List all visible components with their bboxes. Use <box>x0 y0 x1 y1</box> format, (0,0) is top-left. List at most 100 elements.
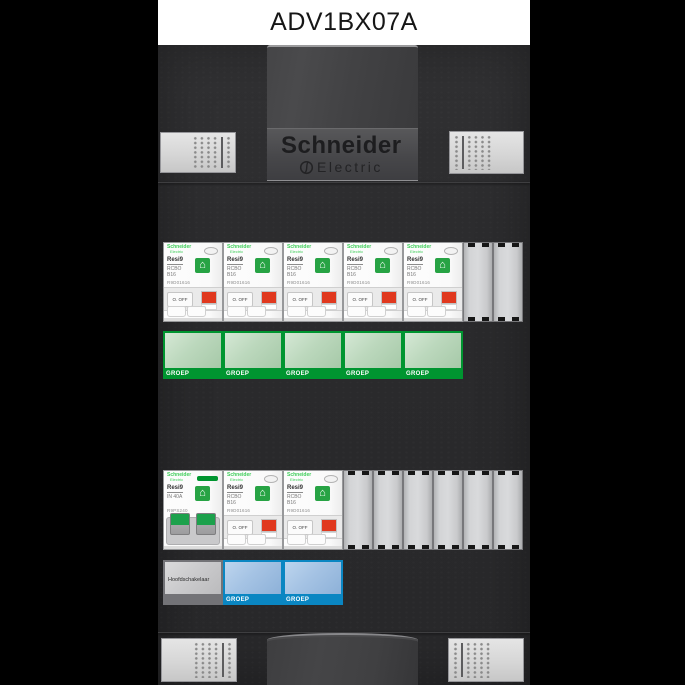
device-brand-sub: Electric <box>230 249 244 255</box>
blank-din-cover <box>493 242 523 322</box>
device-brand-logo: Schneider Electric <box>287 244 311 254</box>
vent-holes-grid <box>465 642 492 678</box>
vent-slot <box>461 643 463 677</box>
vent-holes-grid <box>193 642 220 678</box>
terminal-cover <box>427 306 446 317</box>
test-button-icon <box>384 247 398 255</box>
test-button-icon <box>444 247 458 255</box>
device-footer <box>164 318 222 321</box>
vent-slot <box>222 643 224 677</box>
device-brand-sub: Electric <box>410 249 424 255</box>
enclosure-front-panel: Schneider Electric <box>158 45 530 685</box>
status-indicator-window <box>321 519 337 532</box>
panel-seam-top <box>158 182 530 183</box>
status-indicator-window <box>261 291 277 304</box>
test-button-icon <box>264 475 278 483</box>
group-label-cell: GROEP <box>223 331 283 379</box>
house-icon: ⌂ <box>195 486 210 501</box>
device-brand-name: Schneider <box>227 472 252 478</box>
status-indicator-window <box>321 291 337 304</box>
device-brand-logo: Schneider Electric <box>227 472 252 483</box>
vent-slot <box>462 136 464 169</box>
device-brand-logo: Schneider Electric <box>167 472 191 482</box>
vent-plate-top-right <box>449 131 524 174</box>
device-rating: IN 40A <box>167 494 183 500</box>
status-indicator-window <box>261 519 277 532</box>
title-banner: ADV1BX07A <box>158 0 530 45</box>
device-type: RCBO <box>167 266 182 272</box>
device-footer <box>224 546 282 549</box>
device-reference: R9PS240 <box>167 508 188 513</box>
device-brand-name: Schneider <box>407 244 432 250</box>
terminal-cover <box>167 306 186 317</box>
switch-rocker: O. OFF <box>227 520 253 535</box>
device-type: RCBO <box>287 494 302 500</box>
vent-blank-area <box>493 135 520 170</box>
device-footer <box>344 318 402 321</box>
device-type: RCBO <box>227 494 242 500</box>
device-brand-sub: Electric <box>230 477 244 483</box>
terminal-cover <box>407 306 426 317</box>
device-type: RCBO <box>287 266 302 272</box>
vent-holes-grid <box>466 135 493 170</box>
group-label-cell: GROEP <box>163 331 223 379</box>
test-button-icon <box>264 247 278 255</box>
house-icon: ⌂ <box>255 486 270 501</box>
device-footer <box>284 546 342 549</box>
din-row-2: Schneider Electric Resi9 IN 40A ⌂ R9PS24… <box>163 470 523 550</box>
switch-rocker: O. OFF <box>287 520 313 535</box>
main-switch-label: Hoofdschakelaar <box>168 577 210 583</box>
terminal-cover <box>347 306 366 317</box>
device-rating: B16 <box>287 272 296 278</box>
rcbo-breaker-device: Schneider Electric Resi9 RCBO B16 ⌂ R9D0… <box>223 242 283 322</box>
din-row-1: Schneider Electric Resi9 RCBO B16 ⌂ R9D0… <box>163 242 523 322</box>
rcbo-breaker-device: Schneider Electric Resi9 RCBO B16 ⌂ R9D0… <box>403 242 463 322</box>
device-brand-name: Schneider <box>227 244 252 250</box>
test-button-icon <box>204 247 218 255</box>
device-series: Resi9 <box>167 257 184 265</box>
terminal-cover <box>367 306 386 317</box>
blank-din-cover <box>433 470 463 550</box>
house-icon: ⌂ <box>315 258 330 273</box>
enclosure-cover-lid <box>267 45 418 128</box>
rcbo-breaker-device: Schneider Electric Resi9 RCBO B16 ⌂ R9D0… <box>283 470 343 550</box>
switch-rocker: O. OFF <box>227 292 253 307</box>
switch-rocker: O. OFF <box>167 292 193 307</box>
status-indicator-window <box>441 291 457 304</box>
terminal-cover <box>307 534 326 545</box>
test-button-icon <box>324 247 338 255</box>
device-brand-logo: Schneider Electric <box>227 244 252 255</box>
house-icon: ⌂ <box>435 258 450 273</box>
status-indicator-window <box>201 291 217 304</box>
device-type: RCBO <box>407 266 422 272</box>
device-series: Resi9 <box>227 257 244 265</box>
vent-blank-area <box>492 642 520 678</box>
group-label: GROEP <box>286 371 310 377</box>
terminal-cover <box>287 534 306 545</box>
test-button-icon <box>324 475 338 483</box>
vent-holes-column <box>452 642 459 678</box>
terminal-cover <box>227 306 246 317</box>
device-brand-sub: Electric <box>290 477 304 483</box>
device-series: Resi9 <box>407 257 424 265</box>
group-label: GROEP <box>286 597 310 603</box>
main-switch-device: Schneider Electric Resi9 IN 40A ⌂ R9PS24… <box>163 470 223 550</box>
rcbo-breaker-device: Schneider Electric Resi9 RCBO B16 ⌂ R9D0… <box>223 470 283 550</box>
brand-sub-name: Electric <box>317 159 383 175</box>
group-label: GROEP <box>346 371 370 377</box>
device-brand-logo: Schneider Electric <box>407 244 432 255</box>
group-label-cell: GROEP <box>403 331 463 379</box>
device-brand-name: Schneider <box>287 472 312 478</box>
vent-holes-column <box>453 135 460 170</box>
device-brand-logo: Schneider Electric <box>167 244 191 254</box>
terminal-cover <box>187 306 206 317</box>
device-reference: R9D01616 <box>167 280 191 285</box>
main-switch-label-cell: Hoofdschakelaar <box>163 560 223 605</box>
device-reference: R9D01616 <box>407 280 431 285</box>
vent-holes-grid <box>192 136 219 169</box>
switch-rocker: O. OFF <box>407 292 433 307</box>
terminal-cover <box>247 534 266 545</box>
device-brand-name: Schneider <box>347 244 372 250</box>
device-footer <box>404 318 462 321</box>
device-reference: R9D01616 <box>287 508 311 513</box>
